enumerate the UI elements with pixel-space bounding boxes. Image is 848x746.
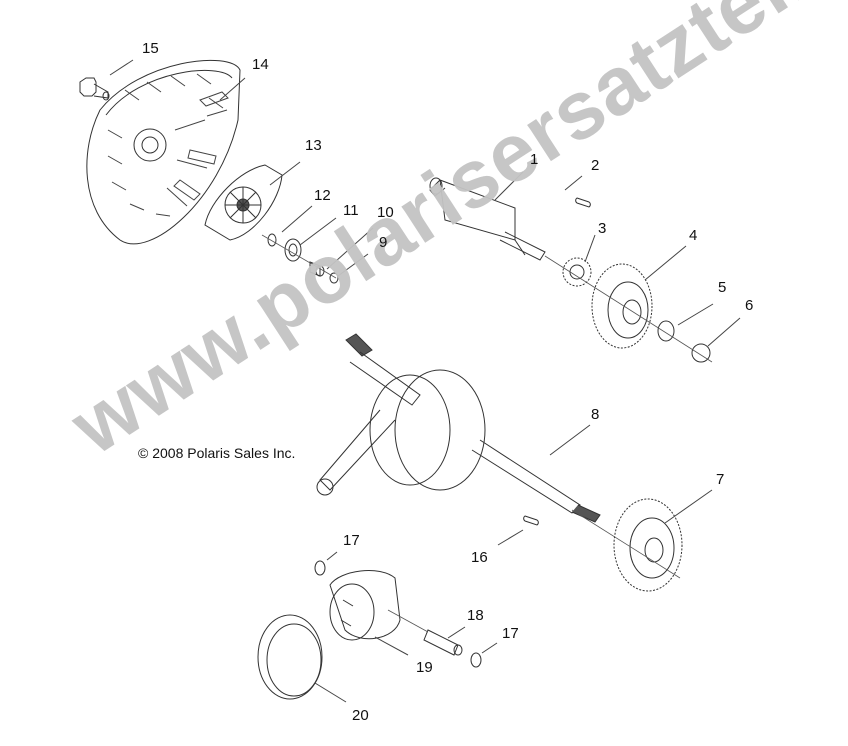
callout-14: 14: [252, 56, 269, 73]
piston-icon: [329, 570, 401, 641]
circlip-icon: [470, 652, 482, 668]
flywheel-icon: [86, 59, 241, 245]
callout-10: 10: [377, 204, 394, 221]
leader-lines: [109, 59, 741, 703]
copyright-text: © 2008 Polaris Sales Inc.: [138, 445, 296, 461]
callout-15: 15: [142, 40, 159, 57]
callout-19: 19: [416, 659, 433, 676]
callout-13: 13: [305, 137, 322, 154]
callout-17a: 17: [343, 532, 360, 549]
circlip-icon: [314, 560, 326, 576]
piston-pin-icon: [423, 629, 463, 656]
balance-shaft-icon: [429, 177, 546, 261]
callout-5: 5: [718, 279, 727, 296]
callout-18: 18: [467, 607, 484, 624]
key-icon: [575, 197, 591, 208]
piston-ring-set-icon: [257, 614, 323, 700]
oil-seal-icon: [284, 238, 302, 262]
key-icon: [523, 515, 539, 526]
crankshaft-icon: [316, 333, 601, 523]
stator-plate-icon: [204, 164, 283, 241]
callout-4: 4: [689, 227, 698, 244]
callout-9: 9: [379, 234, 388, 251]
o-ring-icon: [329, 272, 339, 284]
balance-gear-icon: [591, 263, 653, 349]
callout-7: 7: [716, 471, 725, 488]
bolt-icon: [79, 77, 110, 101]
callout-16: 16: [471, 549, 488, 566]
callout-17b: 17: [502, 625, 519, 642]
callout-20: 20: [352, 707, 369, 724]
callout-12: 12: [314, 187, 331, 204]
callout-2: 2: [591, 157, 600, 174]
callout-6: 6: [745, 297, 754, 314]
callout-8: 8: [591, 406, 600, 423]
nut-icon: [691, 343, 711, 363]
callout-3: 3: [598, 220, 607, 237]
washer-icon: [267, 233, 277, 247]
axis-lines: [261, 234, 713, 633]
drive-gear-icon: [613, 498, 683, 592]
callout-1: 1: [530, 151, 539, 168]
callout-11: 11: [343, 202, 359, 219]
washer-icon: [657, 320, 675, 342]
sprocket-icon: [562, 257, 592, 287]
